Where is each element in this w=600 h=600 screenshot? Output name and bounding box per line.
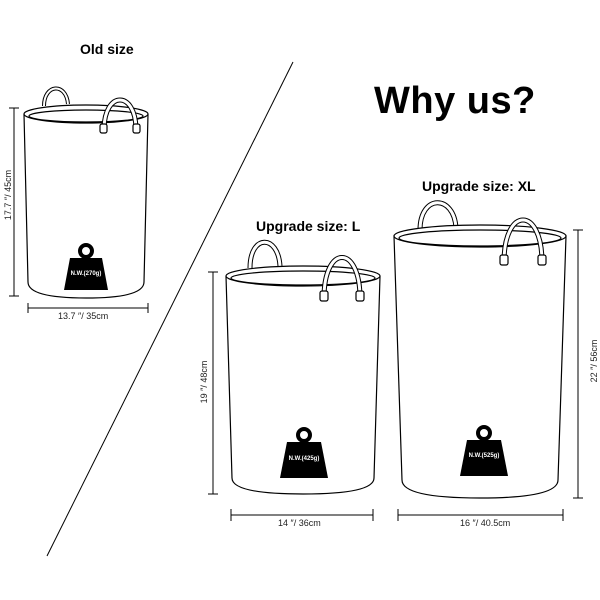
large-height-label: 19 ″/ 48cm (199, 360, 209, 404)
old-basket (23, 86, 149, 299)
old-size-title: Old size (80, 41, 134, 57)
xlarge-basket (393, 200, 567, 499)
headline: Why us? (374, 80, 536, 122)
large-weight-icon (280, 427, 328, 478)
old-height-label: 17.7 ″/ 45cm (3, 169, 13, 221)
xlarge-width-label: 16 ″/ 40.5cm (460, 518, 511, 528)
xlarge-height-label: 22 ″/ 56cm (589, 339, 599, 383)
large-weight-label: N.W.(425g) (288, 456, 320, 462)
divider-line (46, 61, 294, 557)
large-dimension-lines (208, 271, 374, 521)
xlarge-weight-icon (460, 425, 508, 476)
xlarge-weight-label: N.W.(525g) (468, 453, 500, 459)
large-basket (225, 239, 381, 495)
large-size-title: Upgrade size: L (256, 218, 361, 234)
old-dimension-lines (9, 107, 149, 313)
xlarge-dimension-lines (397, 229, 583, 521)
xlarge-size-title: Upgrade size: XL (422, 178, 536, 194)
old-weight-label: N.W.(270g) (70, 271, 102, 277)
old-width-label: 13.7 ″/ 35cm (58, 311, 109, 321)
old-weight-icon (64, 243, 108, 290)
large-width-label: 14 ″/ 36cm (278, 518, 321, 528)
